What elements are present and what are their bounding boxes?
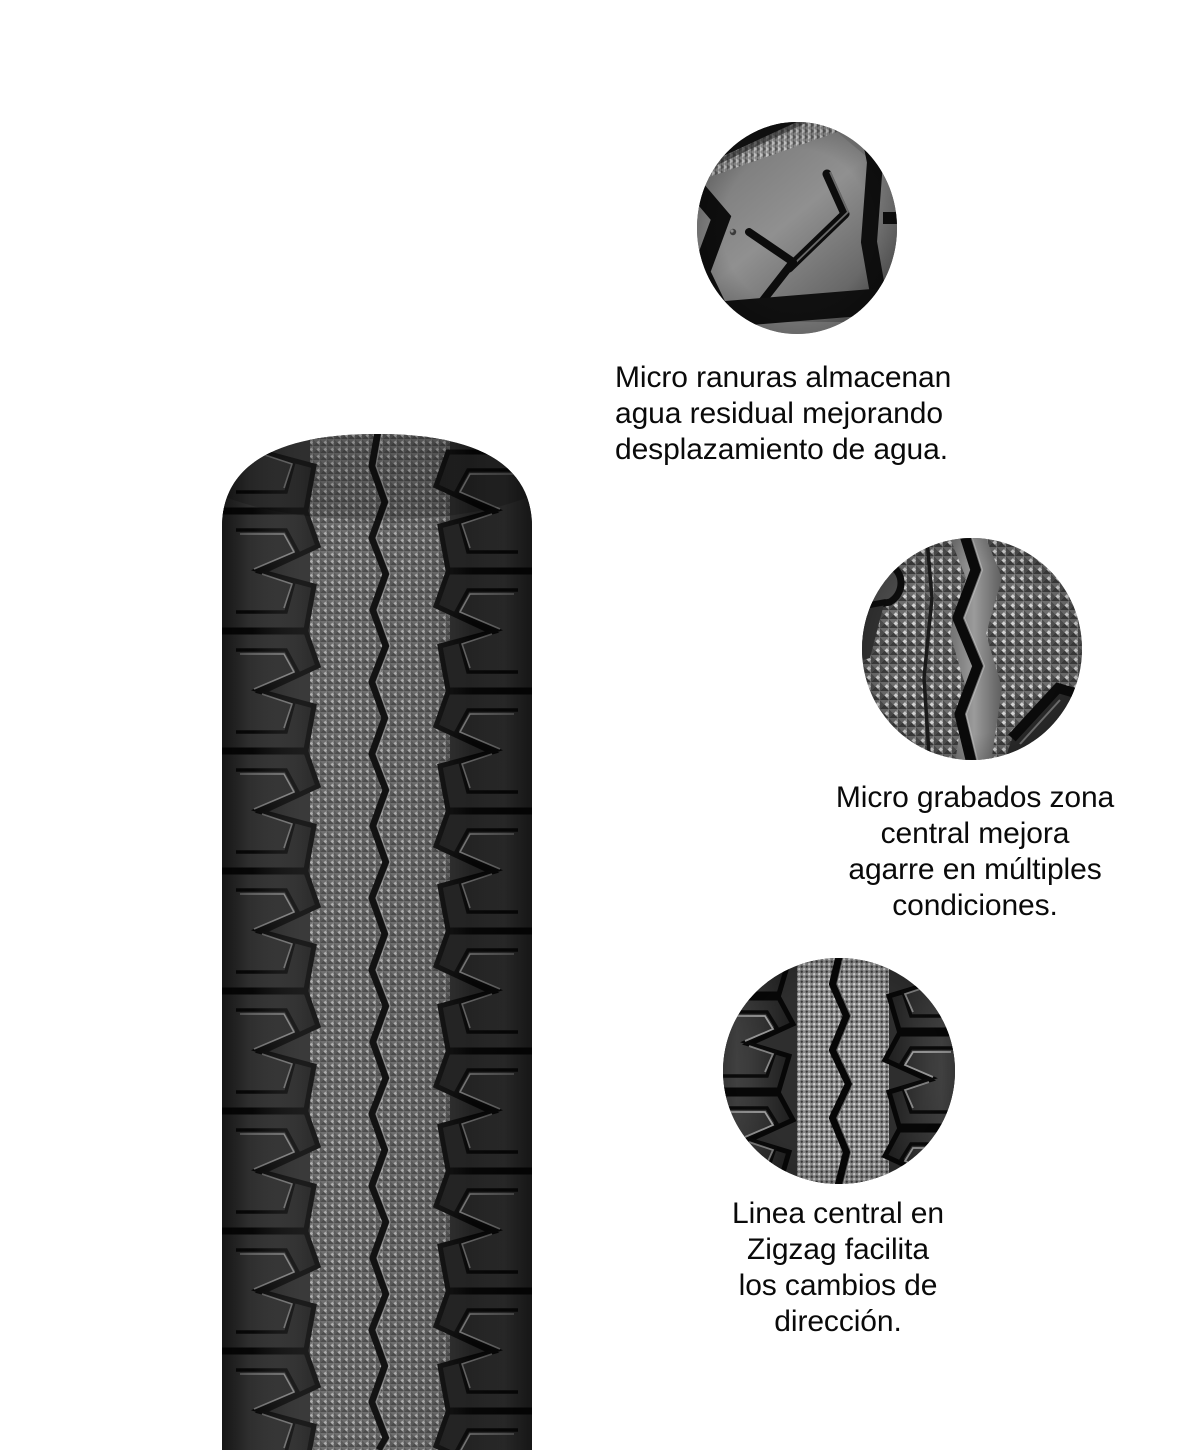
feature-caption-micro-ranuras: Micro ranuras almacenan agua residual me… xyxy=(615,361,952,466)
feature-caption-linea-zigzag: Linea central en Zigzag facilita los cam… xyxy=(732,1197,944,1338)
zigzag-center-line-closeup-image xyxy=(723,958,955,1184)
main-tire-image xyxy=(222,432,532,1450)
micro-engraving-closeup-image xyxy=(862,538,1082,760)
micro-grooves-closeup-image xyxy=(697,122,897,334)
feature-caption-micro-grabados: Micro grabados zona central mejora agarr… xyxy=(835,781,1115,922)
